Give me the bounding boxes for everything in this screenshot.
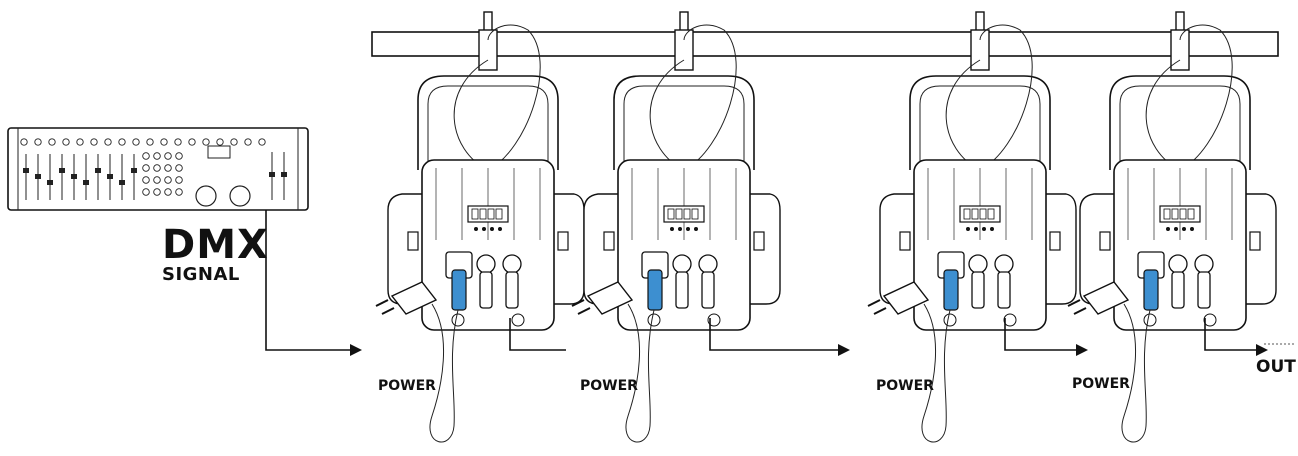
spotlight-icon [867,11,1077,443]
clamp-icon [674,11,694,71]
spotlight-icon [375,11,585,443]
power-label-3: POWER [876,378,934,394]
clamp-icon [970,11,990,71]
clamp-icon [478,11,498,71]
xlr-connector-icon [476,254,496,309]
xlr-connector-icon [994,254,1014,309]
out-label: OUT [1256,357,1296,377]
power-label-1: POWER [378,378,436,394]
dmx-label: DMX [162,222,269,268]
dmx-chain-wires [509,318,1294,356]
xlr-connector-icon [672,254,692,309]
dmx-controller-icon [7,127,309,211]
power-plug-icon [1067,281,1151,443]
clamp-icon [1170,11,1190,71]
signal-label: SIGNAL [162,264,240,285]
mounting-bar-icon [371,31,1279,57]
spotlight-icon [571,11,781,443]
power-plug-icon [867,281,951,443]
spotlight-icon [1067,11,1277,443]
xlr-connector-icon [502,254,522,309]
xlr-connector-icon [1194,254,1214,309]
dmx-signal-wire [265,210,362,356]
xlr-connector-icon [698,254,718,309]
power-plug-icon [375,281,459,443]
xlr-connector-icon [968,254,988,309]
xlr-connector-icon [1168,254,1188,309]
power-label-4: POWER [1072,376,1130,392]
power-label-2: POWER [580,378,638,394]
power-plug-icon [571,281,655,443]
